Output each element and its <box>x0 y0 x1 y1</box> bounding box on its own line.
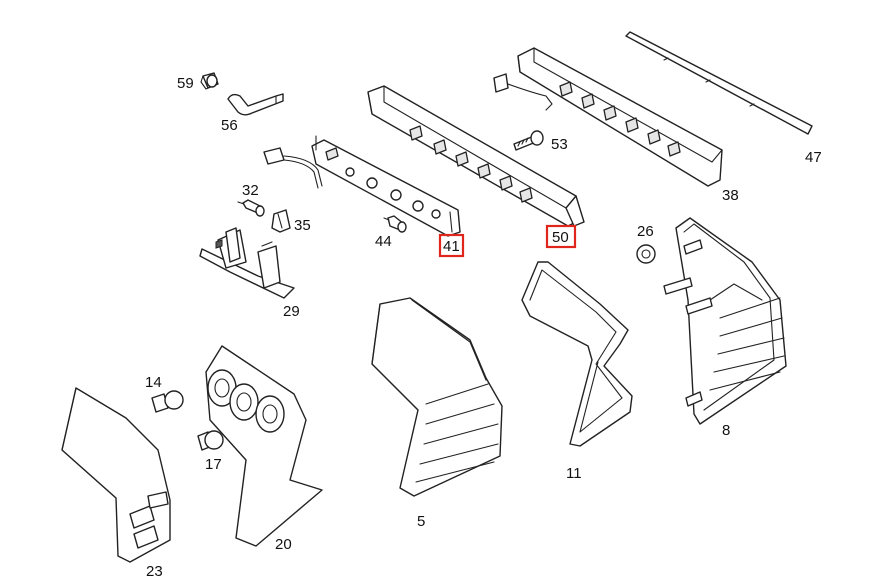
part-11-gasket <box>521 261 633 447</box>
part-56-bracket <box>227 93 284 116</box>
part-23-socket-plate <box>61 387 171 563</box>
callout-8: 8 <box>722 422 730 439</box>
part-44-bulb <box>383 215 407 233</box>
callout-14: 14 <box>145 374 162 391</box>
callout-44: 44 <box>375 233 392 250</box>
callout-59: 59 <box>177 75 194 92</box>
callout-26: 26 <box>637 223 654 240</box>
callout-53: 53 <box>551 136 568 153</box>
part-59-grommet <box>200 72 219 90</box>
callout-35: 35 <box>294 217 311 234</box>
callout-41-highlight <box>438 233 465 258</box>
callout-17: 17 <box>205 456 222 473</box>
part-32-bulb <box>237 199 265 217</box>
part-5-lamp-body <box>371 297 503 497</box>
part-8-lens <box>663 217 787 425</box>
part-38-housing <box>493 47 723 187</box>
part-29-lamp-holder <box>199 227 295 299</box>
callout-23: 23 <box>146 563 163 580</box>
part-26-nut <box>636 244 656 264</box>
part-20-reflector <box>205 345 323 547</box>
callout-56: 56 <box>221 117 238 134</box>
part-47-strip <box>625 31 813 135</box>
part-35-clip <box>271 209 291 233</box>
callout-32: 32 <box>242 182 259 199</box>
callout-29: 29 <box>283 303 300 320</box>
callout-50-highlight <box>545 224 577 249</box>
part-41-wiring <box>263 147 323 189</box>
callout-50: 50 <box>552 229 569 246</box>
callout-11: 11 <box>566 465 582 482</box>
part-41-lamp-carrier <box>311 135 461 237</box>
callout-5: 5 <box>417 513 425 530</box>
part-14-bulb <box>151 390 184 413</box>
part-53-screw <box>513 130 544 151</box>
callout-labels: 59 56 32 35 29 41 44 50 53 38 47 26 8 11… <box>145 75 822 580</box>
callout-47: 47 <box>805 149 822 166</box>
part-50-housing <box>367 85 585 227</box>
callout-38: 38 <box>722 187 739 204</box>
callout-41: 41 <box>443 238 460 255</box>
part-17-bulb <box>197 430 224 451</box>
callout-20: 20 <box>275 536 292 553</box>
